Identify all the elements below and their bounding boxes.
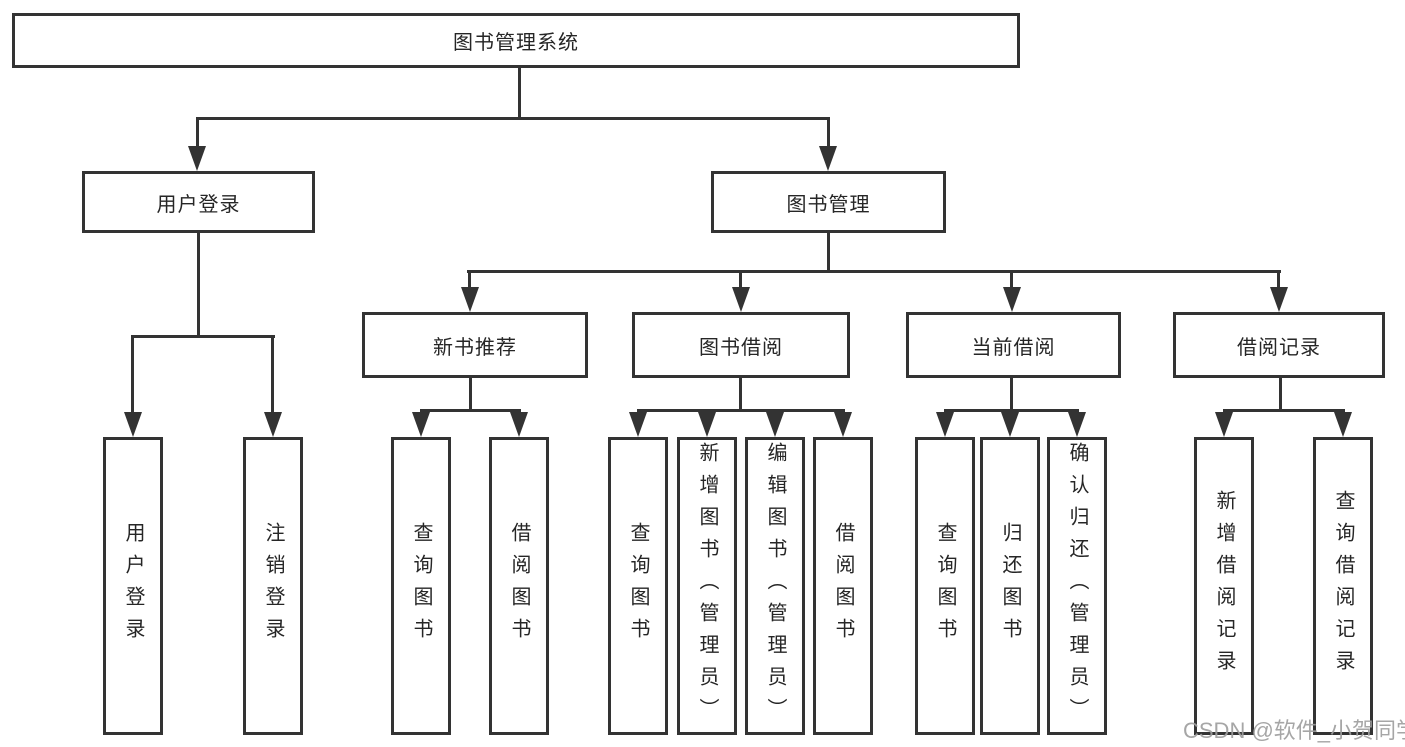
connector-arrow [698,412,716,437]
connector-line [469,378,472,411]
connector-line [467,270,1281,273]
leaf-confirm-return-admin: 确认归还（管理员） [1047,437,1107,735]
connector-arrow [1003,287,1021,312]
node-system-root: 图书管理系统 [12,13,1020,68]
leaf-borrow-books-recommend: 借阅图书 [489,437,549,735]
connector-arrow [188,146,206,171]
connector-line [1279,378,1282,411]
connector-arrow [766,412,784,437]
leaf-add-borrow-record: 新增借阅记录 [1194,437,1254,735]
connector-arrow [819,146,837,171]
node-book-borrow: 图书借阅 [632,312,850,378]
connector-line [197,233,200,337]
connector-line [637,409,845,412]
leaf-query-books-recommend: 查询图书 [391,437,451,735]
connector-line [196,117,199,148]
connector-arrow [834,412,852,437]
csdn-watermark: CSDN @软件_小贺同学 [1183,718,1405,743]
node-borrow-records: 借阅记录 [1173,312,1385,378]
connector-arrow [124,412,142,437]
connector-line [1223,409,1345,412]
connector-line [1010,378,1013,411]
connector-arrow [510,412,528,437]
leaf-edit-book-admin: 编辑图书（管理员） [745,437,805,735]
leaf-query-books-current: 查询图书 [915,437,975,735]
node-user-login: 用户登录 [82,171,315,233]
leaf-add-book-admin: 新增图书（管理员） [677,437,737,735]
connector-arrow [936,412,954,437]
node-current-borrow: 当前借阅 [906,312,1121,378]
connector-line [827,117,830,148]
leaf-return-book: 归还图书 [980,437,1040,735]
connector-line [518,68,521,118]
leaf-logout-login: 注销登录 [243,437,303,735]
connector-line [468,270,471,290]
connector-line [131,335,275,338]
connector-arrow [629,412,647,437]
leaf-query-borrow-record: 查询借阅记录 [1313,437,1373,735]
connector-line [739,270,742,290]
connector-arrow [412,412,430,437]
node-new-book-recommend: 新书推荐 [362,312,588,378]
connector-line [1010,270,1013,290]
connector-arrow [264,412,282,437]
connector-line [739,378,742,411]
connector-line [196,117,830,120]
connector-line [131,335,134,413]
connector-line [827,233,830,273]
connector-line [1277,270,1280,290]
connector-arrow [1334,412,1352,437]
connector-arrow [461,287,479,312]
connector-line [420,409,521,412]
connector-arrow [732,287,750,312]
leaf-user-login: 用户登录 [103,437,163,735]
connector-arrow [1001,412,1019,437]
leaf-query-books-borrow: 查询图书 [608,437,668,735]
connector-arrow [1270,287,1288,312]
leaf-borrow-books-borrow: 借阅图书 [813,437,873,735]
connector-arrow [1215,412,1233,437]
connector-arrow [1068,412,1086,437]
node-book-management: 图书管理 [711,171,946,233]
connector-line [271,335,274,413]
